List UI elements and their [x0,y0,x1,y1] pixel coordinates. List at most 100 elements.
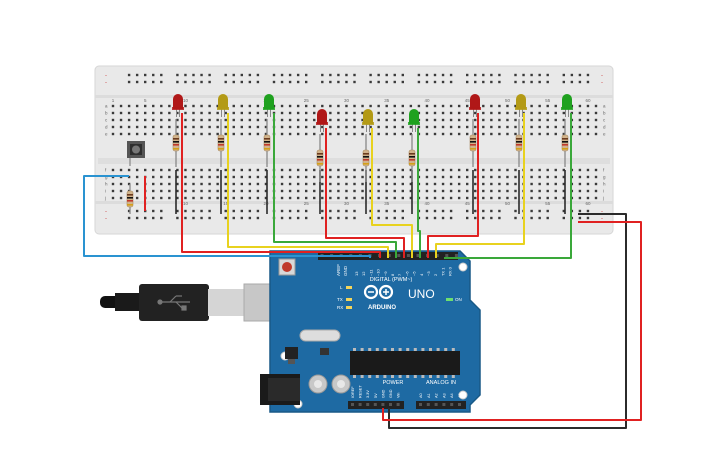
breadboard-hole [160,132,163,136]
breadboard-hole [441,168,445,172]
digital-pin-label: 2 [433,273,438,276]
rail-hole [176,216,179,220]
rail-hole [288,80,292,84]
rail-hole [329,216,332,220]
breadboard-hole [152,132,155,136]
breadboard-hole [562,182,565,186]
breadboard-hole [409,175,413,179]
rail-sign: - [601,73,603,79]
chip-pin [421,375,425,378]
rail-hole [321,216,324,220]
breadboard-hole [135,196,139,200]
column-number: 50 [505,201,511,206]
breadboard-hole [296,118,300,122]
breadboard-hole [288,111,292,115]
chip-pin [398,375,402,378]
breadboard-hole [345,168,348,172]
breadboard-hole [216,125,219,129]
leds[interactable] [172,94,573,132]
reset-button[interactable] [278,258,296,276]
breadboard-hole [385,168,388,172]
breadboard-hole [313,182,316,186]
breadboard-hole [482,168,485,172]
breadboard-hole [538,168,541,172]
push-button[interactable] [127,141,145,158]
rail-hole [562,80,565,84]
rail-hole [272,80,276,84]
breadboard-hole [168,104,171,108]
rail-hole [570,80,574,84]
breadboard-hole [208,196,211,200]
rail-hole [425,73,429,77]
rail-hole [208,216,211,220]
breadboard-hole [119,196,123,200]
breadboard-hole [474,111,477,115]
breadboard-hole [160,182,163,186]
column-number: 35 [384,201,390,206]
rail-hole [377,209,380,213]
rail-hole [578,216,582,220]
breadboard-hole [546,189,549,193]
breadboard-hole [385,196,388,200]
rail-hole [296,209,300,213]
rail-hole [240,216,243,220]
rail-hole [160,216,163,220]
chip-pin [436,375,440,378]
breadboard-hole [224,168,227,172]
breadboard-hole [401,111,404,115]
breadboard-hole [111,182,115,186]
column-number: 25 [304,98,310,103]
breadboard-hole [152,175,155,179]
breadboard-hole [305,104,308,108]
breadboard-hole [288,196,292,200]
breadboard-hole [232,125,235,129]
breadboard-hole [466,118,469,122]
breadboard-hole [530,132,533,136]
breadboard-hole [176,168,179,172]
breadboard-hole [409,168,413,172]
resistor [316,134,324,182]
rail-hole [127,80,131,84]
rail-hole [562,209,565,213]
row-letter: e [603,132,606,137]
breadboard-hole [184,132,187,136]
led-red [172,94,184,117]
breadboard-hole [586,111,590,115]
breadboard-hole [144,132,147,136]
breadboard-hole [409,182,413,186]
breadboard-hole [562,168,565,172]
rail-hole [393,73,396,77]
analog-header-label: ANALOG IN [426,380,456,386]
breadboard-hole [127,118,131,122]
breadboard-hole [417,104,421,108]
breadboard-hole [248,175,252,179]
rail-hole [433,73,437,77]
breadboard-hole [578,132,582,136]
breadboard-hole [176,196,179,200]
breadboard[interactable]: -------- 1510152025303540455055605101520… [94,65,614,235]
resistors[interactable] [126,119,569,214]
wires-top[interactable] [83,113,642,429]
breadboard-hole [119,182,123,186]
rail-hole [466,80,469,84]
header-pin [442,403,446,406]
rail-hole [490,80,493,84]
breadboard-hole [216,168,219,172]
breadboard-hole [152,111,155,115]
breadboard-hole [385,104,388,108]
breadboard-hole [417,125,421,129]
rail-hole [586,73,590,77]
breadboard-hole [506,175,509,179]
rail-hole [449,209,453,213]
breadboard-hole [256,168,260,172]
breadboard-hole [353,132,356,136]
row-letter: f [105,168,107,173]
breadboard-hole [256,111,260,115]
breadboard-hole [361,104,364,108]
analog-header[interactable] [416,401,466,409]
breadboard-hole [474,118,477,122]
led-red [469,94,481,117]
breadboard-hole [353,196,356,200]
